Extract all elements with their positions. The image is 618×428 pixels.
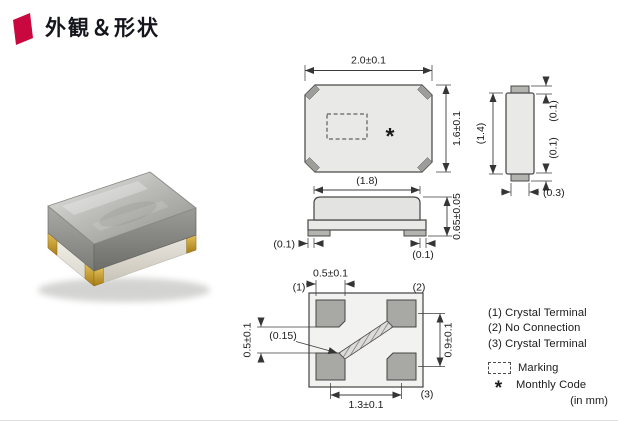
page-header: 外観＆形状 [10, 12, 160, 46]
pad-3 [386, 352, 417, 381]
width-dimension: 2.0±0.1 [304, 55, 433, 81]
pad-gap-dimension: 0.5±0.1 [242, 317, 316, 363]
right-margin-text: (0.1) [412, 249, 434, 261]
left-margin-dimension: (0.1) [273, 238, 324, 251]
body-height-text: (1.4) [475, 123, 487, 145]
top-terminal-dim-text: (0.1) [548, 100, 560, 122]
monthly-code-mark: * [386, 123, 395, 149]
right-margin-dimension: (0.1) [410, 238, 436, 261]
row-pitch-dimension: 0.9±0.1 [418, 313, 455, 367]
body-height-dimension: (1.4) [475, 92, 503, 175]
legend-pin-3: (3) Crystal Terminal [488, 337, 587, 350]
marking-box-icon [488, 362, 511, 375]
crystal-package-photo [38, 171, 210, 302]
legend-spacer [488, 352, 616, 360]
page-title: 外観＆形状 [45, 17, 160, 40]
legend-pin-2: (2) No Connection [488, 322, 581, 335]
marking-area-box [326, 113, 368, 140]
front-height-dimension: 0.65±0.05 [423, 193, 463, 240]
pad-width-text: 0.5±0.1 [313, 268, 348, 280]
monthly-code-legend-row: * Monthly Code [488, 377, 616, 400]
asterisk-icon: * [494, 378, 503, 400]
connection-band [338, 320, 394, 360]
front-view-drawing: (1.8) 0.65±0.05 (0.1) (0.1) [273, 175, 463, 261]
lid-mottle [99, 201, 157, 227]
bottom-view-drawing: (1) (2) (3) 0.5±0.1 0.5±0.1 (0.15) 0.9±0… [242, 268, 455, 412]
col-pitch-dimension: 1.3±0.1 [330, 383, 402, 411]
pad-chamfer-text: (0.15) [269, 330, 296, 342]
front-left-terminal [307, 229, 331, 237]
pin-2-label: (2) [413, 282, 426, 294]
package-outline [304, 84, 433, 173]
top-view-drawing: * 2.0±0.1 1.6±0.1 [304, 55, 463, 173]
lid-highlight [62, 181, 148, 215]
pad-1 [315, 299, 346, 328]
unit-note: (in mm) [570, 395, 608, 407]
pad-nc [315, 352, 346, 381]
band-width-dimension: (0.15) [269, 330, 338, 355]
red-parallelogram-icon [13, 13, 33, 45]
top-terminal-dimension: (0.1) [531, 76, 560, 122]
row-pitch-text: 0.9±0.1 [443, 322, 455, 357]
corner-metallization [417, 157, 433, 173]
pin-3-label: (3) [421, 389, 434, 401]
height-dimension: 1.6±0.1 [436, 84, 463, 173]
lid-width-dimension: (1.8) [313, 175, 421, 194]
height-dim-text: 1.6±0.1 [451, 111, 463, 146]
terminal-width-text: (0.3) [543, 187, 565, 199]
front-base [307, 219, 427, 231]
pad-gap-text: 0.5±0.1 [242, 322, 254, 357]
front-lid [313, 196, 421, 221]
pad-2 [386, 299, 417, 328]
lid-top-face [47, 171, 197, 245]
corner-metallization [417, 84, 433, 100]
side-view-drawing: (1.4) (0.1) (0.1) (0.3) [475, 76, 565, 199]
width-dim-text: 2.0±0.1 [351, 55, 386, 67]
marking-legend-row: Marking [488, 360, 616, 377]
bottom-terminal-dim-text: (0.1) [548, 137, 560, 159]
corner-metallization [304, 157, 320, 173]
col-pitch-text: 1.3±0.1 [349, 399, 384, 411]
front-right-terminal [403, 229, 427, 237]
pad-width-dimension: 0.5±0.1 [306, 268, 355, 296]
lid-width-text: (1.8) [356, 175, 378, 187]
corner-metallization [304, 84, 320, 100]
pin-1-label: (1) [293, 282, 306, 294]
left-margin-text: (0.1) [273, 239, 295, 251]
page-bottom-divider [0, 420, 618, 421]
monthly-code-label: Monthly Code [516, 378, 587, 391]
front-height-text: 0.65±0.05 [451, 193, 463, 240]
terminal-width-dimension: (0.3) [501, 183, 565, 199]
photo-shadow [38, 278, 210, 302]
terminal-legend: (1) Crystal Terminal (2) No Connection (… [488, 306, 616, 400]
bottom-terminal-dimension: (0.1) [531, 137, 560, 191]
side-body [505, 92, 535, 175]
legend-pin-1: (1) Crystal Terminal [488, 307, 587, 319]
marking-label: Marking [518, 361, 559, 374]
lid-sheen [92, 201, 169, 231]
